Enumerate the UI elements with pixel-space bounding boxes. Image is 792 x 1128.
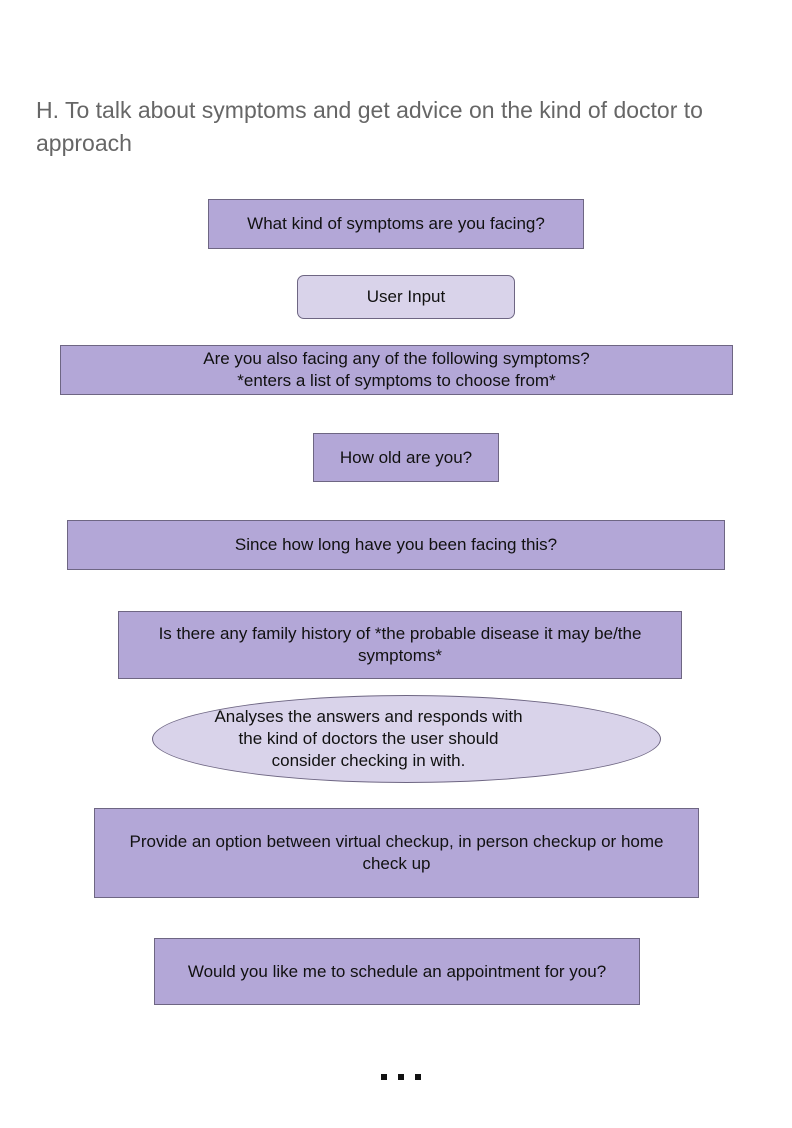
ellipsis-dot: [381, 1074, 387, 1080]
section-heading: H. To talk about symptoms and get advice…: [36, 97, 703, 156]
ellipsis-icon: [381, 1074, 421, 1082]
analysis-ellipse: Analyses the answers and responds with t…: [152, 695, 661, 783]
question-duration-box: Since how long have you been facing this…: [67, 520, 725, 570]
question-schedule-box: Would you like me to schedule an appoint…: [154, 938, 640, 1005]
ellipsis-dot: [415, 1074, 421, 1080]
user-input-box: User Input: [297, 275, 515, 319]
question-age-box: How old are you?: [313, 433, 499, 482]
question-family-history-box: Is there any family history of *the prob…: [118, 611, 682, 679]
question-symptoms-box: What kind of symptoms are you facing?: [208, 199, 584, 249]
question-other-symptoms-box: Are you also facing any of the following…: [60, 345, 733, 395]
ellipsis-dot: [398, 1074, 404, 1080]
checkup-options-box: Provide an option between virtual checku…: [94, 808, 699, 898]
